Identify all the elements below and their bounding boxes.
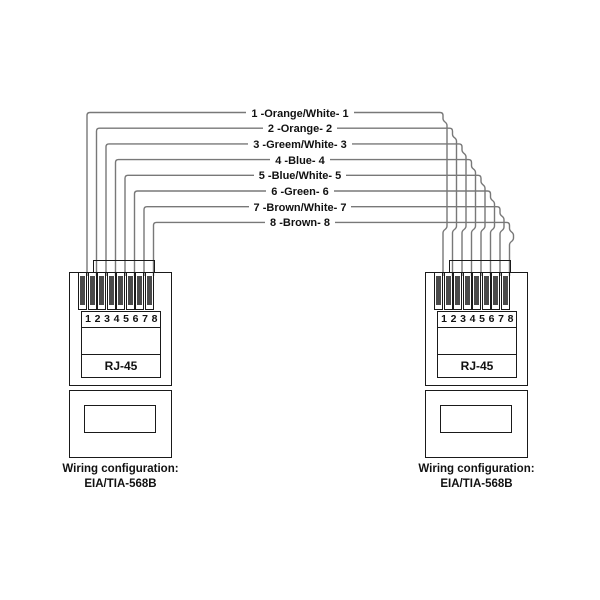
pin-contact [455,276,460,305]
pin-number: 4 [113,313,120,325]
pin-slot [97,272,106,310]
pin-contact [137,276,142,305]
wire-right-8 [300,221,515,276]
pin-slot [481,272,491,310]
pin-number: 8 [151,313,158,325]
caption-left: Wiring configuration: EIA/TIA-568B [33,462,209,492]
wire-left-2 [95,127,300,276]
pin-slot [106,272,116,310]
pin-number: 8 [507,313,514,325]
pin-number: 6 [132,313,139,325]
pin-slot [472,272,481,310]
wire-label-5: 5 -Blue/White- 5 [0,168,600,184]
caption-left-line1: Wiring configuration: [62,463,179,475]
pin-numbers-left: 1 2 3 4 5 6 7 8 [82,312,160,328]
wire-left-7 [143,206,300,276]
pin-number: 2 [94,313,101,325]
pin-contact [436,276,441,305]
wire-left-3 [105,143,300,276]
wire-left-6 [133,190,300,276]
connector-type-label-right: RJ-45 [460,358,494,373]
pin-slot [453,272,462,310]
pin-slot [491,272,500,310]
connector-latch-left [93,260,155,273]
pin-slot [125,272,135,310]
pin-number: 5 [479,313,485,325]
pin-number: 1 [85,313,91,325]
pin-number: 2 [450,313,457,325]
wire-label-8: 8 -Brown- 8 [0,215,600,231]
pin-contact [108,276,114,305]
connector-boot-right [425,390,528,458]
pin-number: 4 [469,313,476,325]
wire-label-3: 3 -Greem/White- 3 [0,137,600,152]
pin-contact [127,276,133,305]
pin-slot [500,272,510,310]
wire-right-6 [300,190,496,276]
pin-slot [135,272,144,310]
rj45-connector-right: 1 2 3 4 5 6 7 8 RJ-45 Wiring configurati… [418,258,535,503]
pin-slot [462,272,472,310]
pin-contact [89,276,95,305]
pin-number: 7 [142,313,148,325]
wire-label-1: 1 -Orange/White- 1 [0,106,600,121]
pin-number: 3 [104,313,110,325]
pin-number: 7 [498,313,504,325]
caption-right-line2: EIA/TIA-568B [440,478,513,490]
pin-number: 1 [441,313,447,325]
pin-slot [144,272,154,310]
boot-window-right [440,405,512,433]
connector-boot-left [69,390,172,458]
caption-right: Wiring configuration: EIA/TIA-568B [389,462,565,492]
pin-contact [474,276,479,305]
connector-latch-right [449,260,511,273]
pin-contact [493,276,498,305]
wire-label-7: 7 -Brown/White- 7 [0,200,600,215]
connector-panel-left: 1 2 3 4 5 6 7 8 RJ-45 [81,311,161,378]
pin-contact [483,276,489,305]
pin-contact [445,276,451,305]
pin-slot [443,272,453,310]
connector-panel-right: 1 2 3 4 5 6 7 8 RJ-45 [437,311,517,378]
rj45-connector-left: 1 2 3 4 5 6 7 8 RJ-45 Wiring configurati… [62,258,179,503]
pin-number: 5 [123,313,129,325]
wire-right-3 [300,143,467,276]
connector-type-label-left: RJ-45 [104,358,138,373]
wire-left-4 [114,158,300,276]
wire-right-7 [300,206,505,276]
connector-window-right [438,328,516,355]
pin-contact [502,276,508,305]
pin-contact [99,276,104,305]
wire-left-1 [86,111,300,276]
pin-number: 3 [460,313,466,325]
wire-right-2 [300,127,458,276]
pin-slot [78,272,87,310]
pin-contact [146,276,152,305]
caption-left-line2: EIA/TIA-568B [84,478,157,490]
pin-slot [434,272,443,310]
pin-slot [87,272,97,310]
connector-window-left [82,328,160,355]
pin-numbers-right: 1 2 3 4 5 6 7 8 [438,312,516,328]
pin-contact [80,276,85,305]
pin-contact [118,276,123,305]
pin-slot [116,272,125,310]
wire-label-4: 4 -Blue- 4 [0,153,600,168]
pin-number: 6 [488,313,495,325]
wire-right-1 [300,111,448,276]
wire-label-2: 2 -Orange- 2 [0,121,600,137]
boot-window-left [84,405,156,433]
wire-right-5 [300,174,486,276]
pin-contact [464,276,470,305]
caption-right-line1: Wiring configuration: [418,463,535,475]
wire-right-4 [300,158,477,276]
wire-left-8 [152,221,300,276]
wire-label-6: 6 -Green- 6 [0,184,600,199]
wire-left-5 [124,174,300,276]
